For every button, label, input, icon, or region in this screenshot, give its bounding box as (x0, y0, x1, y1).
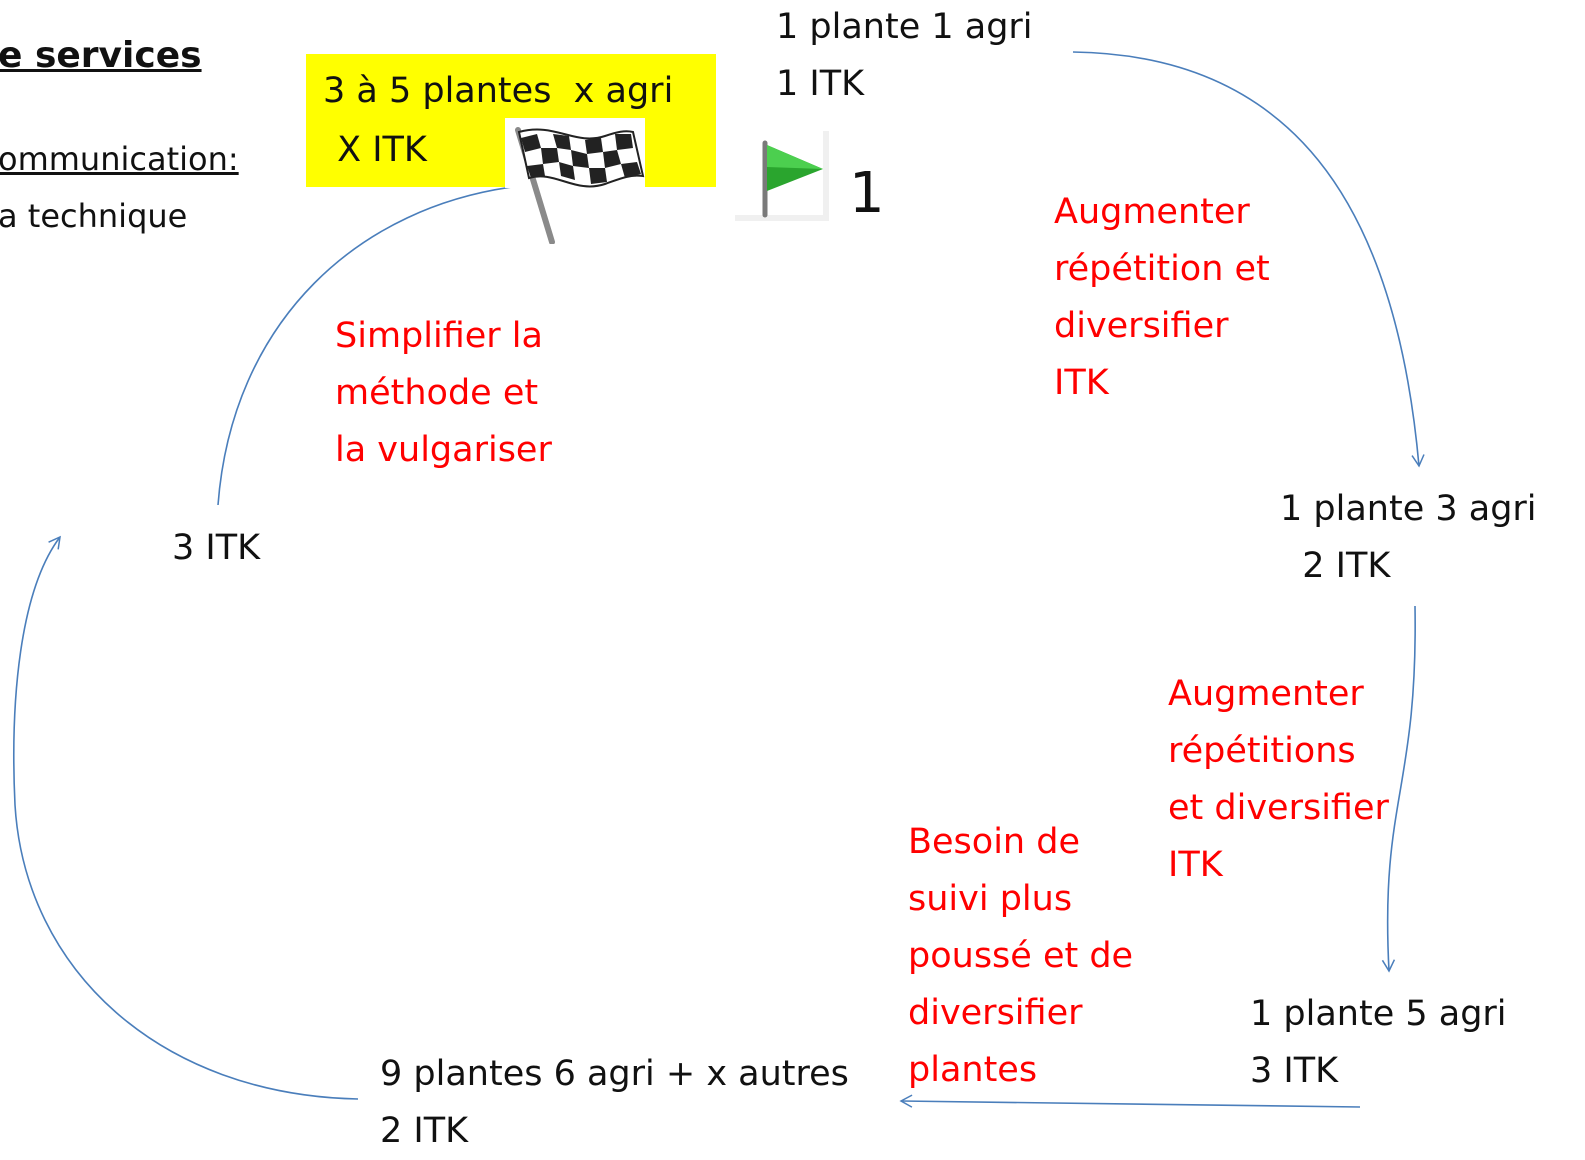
start-number: 1 (849, 161, 885, 226)
checkered-flag-icon (505, 118, 645, 244)
header-line1-fragment: ommunication: (0, 140, 239, 178)
transition-2-line3: et diversifier (1168, 788, 1389, 828)
transition-2-line2: répétitions (1168, 731, 1356, 771)
stage-3-line1: 1 plante 5 agri (1250, 994, 1507, 1034)
transition-1-line4: ITK (1054, 363, 1109, 403)
transition-3-line4: diversifier (908, 993, 1083, 1033)
transition-2-line4: ITK (1168, 845, 1223, 885)
arrow-stage2-to-stage3 (1381, 605, 1416, 973)
stage-1-line2: 1 ITK (776, 64, 865, 104)
stage-3-line2: 3 ITK (1250, 1051, 1339, 1091)
goal-line2: X ITK (326, 130, 427, 170)
stage-2-line2: 2 ITK (1280, 546, 1391, 586)
transition-3-line3: poussé et de (908, 936, 1134, 976)
header-title-fragment: e services (0, 35, 202, 76)
stage-4-line2: 2 ITK (380, 1111, 469, 1151)
transition-3-line2: suivi plus (908, 879, 1073, 919)
transition-1-line3: diversifier (1054, 306, 1229, 346)
transition-1-line1: Augmenter (1054, 192, 1250, 232)
goal-line1: 3 à 5 plantes x agri (323, 71, 674, 111)
header-line2-fragment: a technique (0, 197, 188, 235)
green-flag-icon (735, 131, 829, 221)
arrow-stage1-to-stage2 (1072, 51, 1425, 468)
transition-4-line2: méthode et (335, 373, 539, 413)
stage-2-line1: 1 plante 3 agri (1280, 489, 1537, 529)
transition-3-line1: Besoin de (908, 822, 1080, 862)
transition-3-line5: plantes (908, 1050, 1038, 1090)
stage-1-line1: 1 plante 1 agri (776, 7, 1033, 47)
stage-4-line1: 9 plantes 6 agri + x autres (380, 1054, 849, 1094)
transition-2-line1: Augmenter (1168, 674, 1364, 714)
transition-4-line3: la vulgariser (335, 430, 552, 470)
arrow-stage4-to-stage5 (13, 535, 359, 1100)
arrow-stage5-to-goal (217, 185, 521, 506)
arrow-stage3-to-stage4 (899, 1094, 1361, 1108)
stage-5-line1: 3 ITK (172, 528, 261, 568)
transition-4-line1: Simplifier la (335, 316, 543, 356)
transition-1-line2: répétition et (1054, 249, 1270, 289)
